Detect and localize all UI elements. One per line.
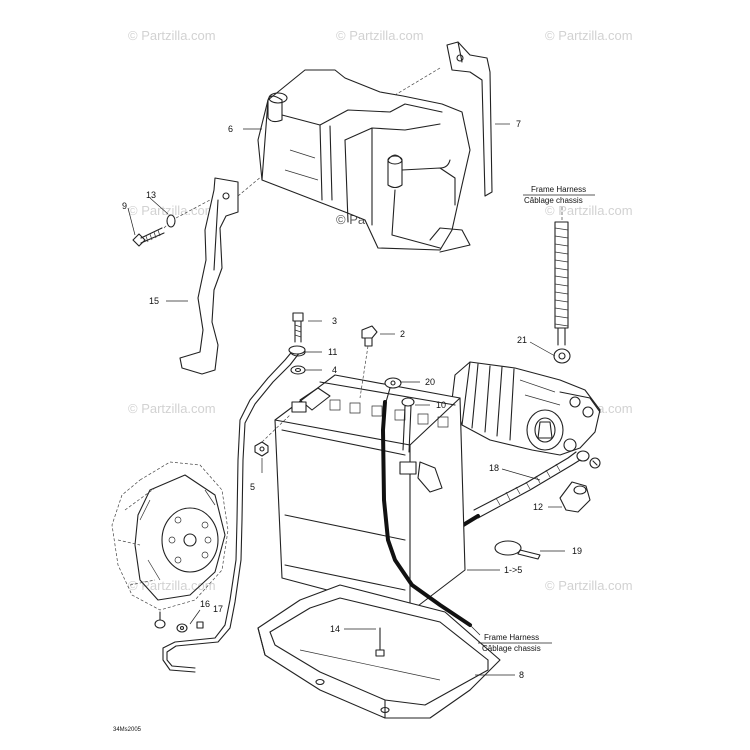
leader-lines bbox=[127, 123, 565, 676]
part-number-8: 8 bbox=[519, 670, 524, 680]
negative-cable bbox=[162, 345, 306, 673]
cable-tie-part-19 bbox=[494, 540, 541, 560]
nut-part-10 bbox=[401, 397, 415, 453]
battery-parts-1-5 bbox=[274, 374, 466, 613]
part-number-12: 12 bbox=[533, 502, 543, 512]
frame-harness-label-fr: Câblage chassis bbox=[482, 644, 541, 653]
frame-harness-label-en: Frame Harness bbox=[531, 185, 586, 194]
cable-terminal-part-20 bbox=[384, 377, 402, 403]
part-number-19: 19 bbox=[572, 546, 582, 556]
watermark-text: © Partzilla.com bbox=[128, 578, 216, 593]
part-number-10: 10 bbox=[436, 400, 446, 410]
part-number-labels: 6 7 9 13 15 3 2 11 4 20 10 21 18 12 19 1… bbox=[122, 119, 582, 680]
part-number-2: 2 bbox=[400, 329, 405, 339]
part-number-15: 15 bbox=[149, 296, 159, 306]
screw-and-washer-parts-9-13 bbox=[132, 199, 211, 247]
part-number-4: 4 bbox=[332, 365, 337, 375]
bracket-part-7 bbox=[394, 41, 493, 197]
watermark-text: © Partzilla.com bbox=[128, 203, 216, 218]
part-number-21: 21 bbox=[517, 335, 527, 345]
ground-cable bbox=[381, 400, 472, 627]
part-number-6: 6 bbox=[228, 124, 233, 134]
watermark-text: © Partzilla.com bbox=[128, 401, 216, 416]
frame-harness-label-fr: Câblage chassis bbox=[524, 196, 583, 205]
watermark-text: © Partzilla.com bbox=[336, 28, 424, 43]
watermark-text: © Partzilla.com bbox=[545, 203, 633, 218]
battery-cover-part-6 bbox=[257, 69, 471, 253]
watermark-text: © Partzilla.com bbox=[128, 28, 216, 43]
part-number-3: 3 bbox=[332, 316, 337, 326]
engine-flywheel-housing bbox=[111, 461, 229, 629]
bolt-part-3 bbox=[292, 312, 304, 343]
stud-part-14 bbox=[375, 627, 385, 657]
part-number-17: 17 bbox=[213, 604, 223, 614]
diagram-code: 34Ms2005 bbox=[113, 727, 142, 733]
frame-harness-callout-bottom: Frame Harness Câblage chassis bbox=[478, 633, 552, 653]
washer-part-4 bbox=[290, 365, 306, 375]
part-number-20: 20 bbox=[425, 377, 435, 387]
strap-part-15 bbox=[179, 175, 263, 375]
screw-part-16 bbox=[176, 623, 188, 633]
frame-harness-label-en: Frame Harness bbox=[484, 633, 539, 642]
nut-part-5 bbox=[254, 414, 291, 457]
part-number-11: 11 bbox=[328, 347, 337, 357]
part-number-5: 5 bbox=[250, 482, 255, 492]
lock-washer-part-17 bbox=[196, 621, 204, 629]
part-number-13: 13 bbox=[146, 190, 156, 200]
part-number-18: 18 bbox=[489, 463, 499, 473]
part-number-9: 9 bbox=[122, 201, 127, 211]
starter-motor bbox=[451, 361, 601, 469]
frame-harness-callout-top: Frame Harness Câblage chassis bbox=[523, 185, 595, 205]
part-number-16: 16 bbox=[200, 599, 210, 609]
frame-harness-cable-part-21 bbox=[553, 207, 571, 364]
watermark-text: © Partzilla.com bbox=[545, 578, 633, 593]
vent-plug-part-2 bbox=[359, 325, 378, 399]
part-number-7: 7 bbox=[516, 119, 521, 129]
part-number-1-5: 1->5 bbox=[504, 565, 522, 575]
part-number-14: 14 bbox=[330, 624, 340, 634]
watermark-text: © Partzilla.com bbox=[545, 28, 633, 43]
